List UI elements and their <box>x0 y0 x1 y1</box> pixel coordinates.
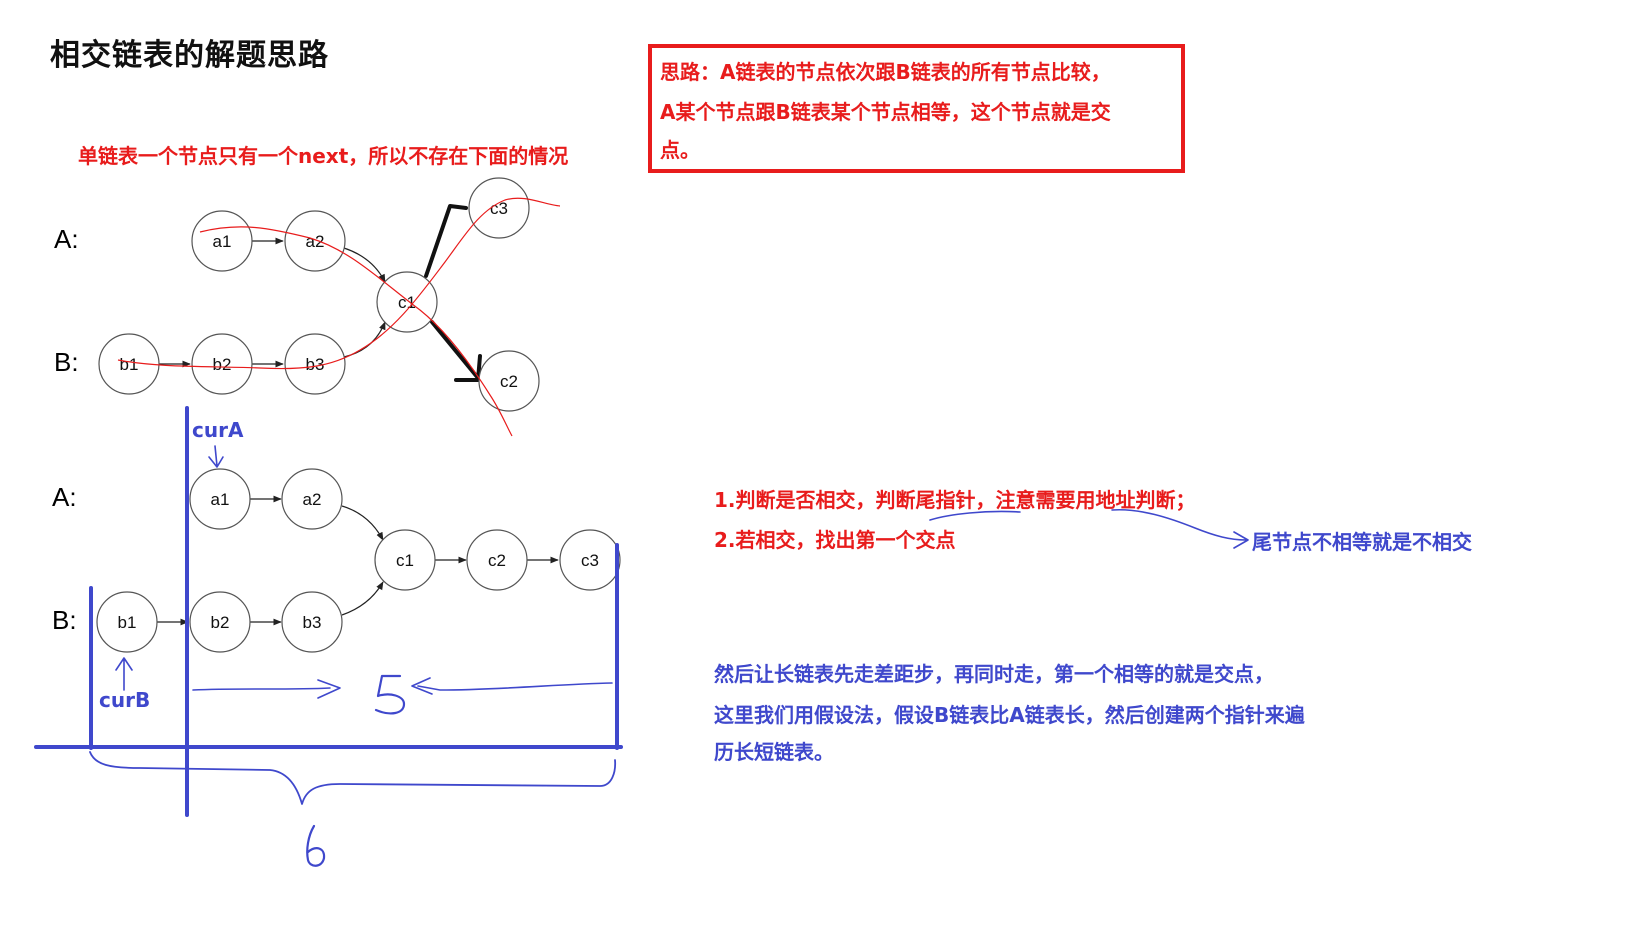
idea-box: 思路：A链表的节点依次跟B链表的所有节点比较， A某个节点跟B链表某个节点相等，… <box>648 44 1185 173</box>
node-top-b1 <box>98 333 160 395</box>
node-label: c1 <box>396 551 414 570</box>
node-label: b2 <box>211 613 230 632</box>
node-label: c3 <box>490 199 508 218</box>
node-top-b3 <box>284 333 346 395</box>
top-nodes: a1 a2 c1 c3 c2 b1 b2 b3 <box>98 177 540 412</box>
tail-note: 尾节点不相等就是不相交 <box>1252 530 1472 554</box>
node-bottom-c1 <box>374 529 436 591</box>
pointer-cura-label: curA <box>192 418 244 442</box>
node-label: b1 <box>118 613 137 632</box>
node-label: b2 <box>213 355 232 374</box>
step-1: 1.判断是否相交，判断尾指针，注意需要用地址判断； <box>714 488 1196 512</box>
page-title: 相交链表的解题思路 <box>50 38 329 73</box>
handwritten-six: 6 <box>306 826 307 827</box>
node-label: a1 <box>213 232 232 251</box>
idea-line-1: 思路：A链表的节点依次跟B链表的所有节点比较， <box>660 60 1111 84</box>
node-top-c3 <box>468 177 530 239</box>
top-row-b-label: B: <box>54 347 79 377</box>
node-label: c3 <box>581 551 599 570</box>
top-caption: 单链表一个节点只有一个next，所以不存在下面的情况 <box>78 144 569 168</box>
node-bottom-b1 <box>96 591 158 653</box>
node-top-a1 <box>191 210 253 272</box>
node-label: b3 <box>303 613 322 632</box>
node-bottom-c3 <box>559 529 621 591</box>
node-bottom-b3 <box>281 591 343 653</box>
node-label: a2 <box>303 490 322 509</box>
pointer-curb-label: curB <box>99 688 151 712</box>
bottom-row-b-label: B: <box>52 605 77 635</box>
top-row-a-label: A: <box>54 224 79 254</box>
bottom-nodes: a1 a2 c1 c2 c3 b1 b2 b3 <box>96 468 621 653</box>
node-top-a2 <box>284 210 346 272</box>
idea-line-2: A某个节点跟B链表某个节点相等，这个节点就是交 <box>660 100 1111 124</box>
node-bottom-b2 <box>189 591 251 653</box>
red-strike-lines <box>117 197 561 437</box>
node-bottom-c2 <box>466 529 528 591</box>
node-label: b1 <box>120 355 139 374</box>
node-label: c2 <box>488 551 506 570</box>
node-top-c1 <box>376 271 438 333</box>
node-top-c2 <box>478 350 540 412</box>
top-links <box>159 237 386 368</box>
node-top-b2 <box>191 333 253 395</box>
node-bottom-a1 <box>189 468 251 530</box>
node-label: c2 <box>500 372 518 391</box>
node-label: b3 <box>306 355 325 374</box>
explanation-line-2: 这里我们用假设法，假设B链表比A链表长，然后创建两个指针来遍 <box>714 703 1305 727</box>
explanation-line-1: 然后让长链表先走差距步，再同时走，第一个相等的就是交点， <box>714 662 1274 686</box>
top-thick-arrows <box>424 204 482 382</box>
explanation-line-3: 历长短链表。 <box>714 740 834 764</box>
node-label: c1 <box>398 293 416 312</box>
handwritten-five: 5 <box>378 668 379 669</box>
blue-annotations <box>34 406 1249 867</box>
idea-line-3: 点。 <box>660 138 700 162</box>
bottom-links <box>157 495 559 626</box>
node-bottom-a2 <box>281 468 343 530</box>
node-label: a2 <box>306 232 325 251</box>
bottom-row-a-label: A: <box>52 482 77 512</box>
step-2: 2.若相交，找出第一个交点 <box>714 528 956 552</box>
node-label: a1 <box>211 490 230 509</box>
